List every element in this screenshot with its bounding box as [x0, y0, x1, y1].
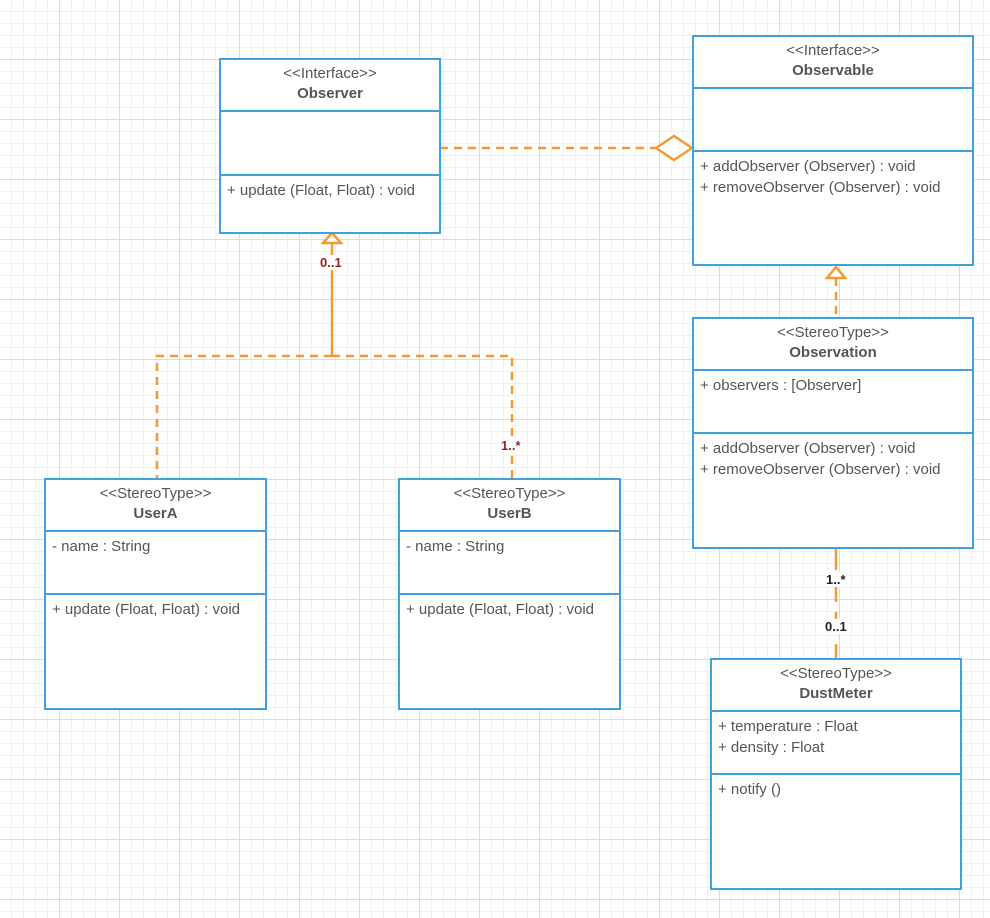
class-header: <<Interface>> Observer [221, 60, 439, 110]
multiplicity-observation-end: 1..* [825, 572, 847, 587]
attributes-section: - name : String [46, 530, 265, 593]
class-header: <<StereoType>> Observation [694, 319, 972, 369]
operations-section: + addObserver (Observer) : void + remove… [694, 432, 972, 484]
stereotype-label: <<Interface>> [786, 42, 880, 59]
class-header: <<StereoType>> UserB [400, 480, 619, 530]
operations-section: + update (Float, Float) : void [221, 174, 439, 205]
class-userb[interactable]: <<StereoType>> UserB - name : String + u… [398, 478, 621, 710]
class-name: Observation [789, 344, 877, 361]
operation: + removeObserver (Observer) : void [700, 179, 941, 196]
class-usera[interactable]: <<StereoType>> UserA - name : String + u… [44, 478, 267, 710]
attributes-section [221, 110, 439, 174]
operation: + update (Float, Float) : void [227, 182, 416, 199]
attribute: + temperature : Float [718, 718, 858, 735]
multiplicity-dustmeter-end: 0..1 [824, 619, 848, 634]
attribute: - name : String [52, 538, 151, 555]
class-observer[interactable]: <<Interface>> Observer + update (Float, … [219, 58, 441, 234]
operations-section: + notify () [712, 773, 960, 804]
multiplicity-userb: 1..* [500, 438, 522, 453]
class-name: Observer [297, 85, 363, 102]
userb-inheritance-line [332, 354, 514, 479]
attribute: - name : String [406, 538, 505, 555]
attributes-section: + observers : [Observer] [694, 369, 972, 432]
operations-section: + addObserver (Observer) : void + remove… [694, 150, 972, 202]
class-header: <<StereoType>> DustMeter [712, 660, 960, 710]
class-header: <<StereoType>> UserA [46, 480, 265, 530]
attributes-section: - name : String [400, 530, 619, 593]
class-observation[interactable]: <<StereoType>> Observation + observers :… [692, 317, 974, 549]
operation: + update (Float, Float) : void [406, 601, 595, 618]
attribute: + observers : [Observer] [700, 377, 862, 394]
multiplicity-observer: 0..1 [319, 255, 343, 270]
stereotype-label: <<StereoType>> [780, 665, 892, 682]
operations-section: + update (Float, Float) : void [46, 593, 265, 624]
stereotype-label: <<StereoType>> [453, 485, 566, 502]
attributes-section [694, 87, 972, 150]
operation: + removeObserver (Observer) : void [700, 461, 941, 478]
class-name: UserB [487, 505, 532, 522]
stereotype-label: <<Interface>> [283, 65, 377, 82]
usera-inheritance-line [155, 354, 332, 479]
aggregation-diamond [653, 134, 695, 162]
attribute: + density : Float [718, 739, 825, 756]
stereotype-label: <<StereoType>> [777, 324, 889, 341]
class-observable[interactable]: <<Interface>> Observable + addObserver (… [692, 35, 974, 266]
operation: + addObserver (Observer) : void [700, 440, 916, 457]
attributes-section: + temperature : Float + density : Float [712, 710, 960, 773]
operation: + notify () [718, 781, 781, 798]
observation-realization-arrow [824, 265, 848, 280]
class-name: Observable [792, 62, 874, 79]
operations-section: + update (Float, Float) : void [400, 593, 619, 624]
operation: + update (Float, Float) : void [52, 601, 241, 618]
class-name: DustMeter [799, 685, 873, 702]
operation: + addObserver (Observer) : void [700, 158, 916, 175]
observer-inheritance-arrow [320, 231, 344, 245]
class-dustmeter[interactable]: <<StereoType>> DustMeter + temperature :… [710, 658, 962, 890]
stereotype-label: <<StereoType>> [99, 485, 212, 502]
class-header: <<Interface>> Observable [694, 37, 972, 87]
class-name: UserA [133, 505, 178, 522]
